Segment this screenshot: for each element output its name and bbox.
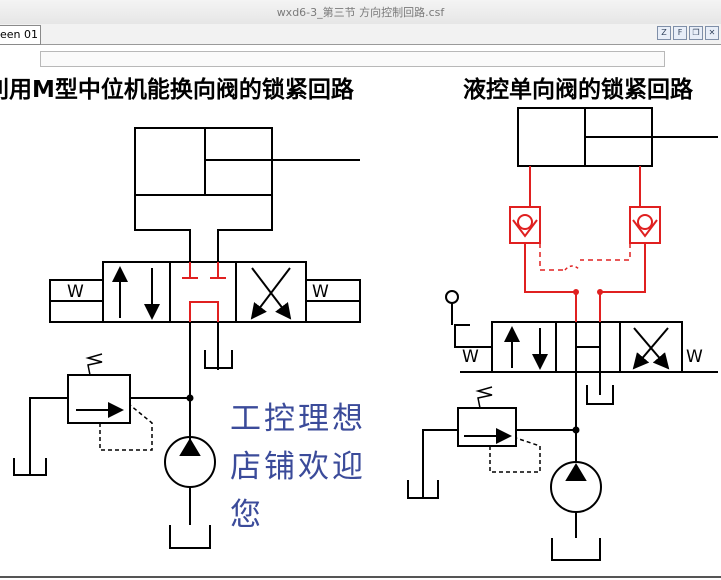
right-relief-valve [457,407,517,447]
window-controls: Z F ❐ ✕ [657,26,719,40]
zoom-icon[interactable]: Z [657,26,671,40]
junction-right-dot [597,289,603,295]
right-valve-left-spring-label: W [462,347,479,367]
left-relief-valve [67,374,131,424]
watermark-line-3: 您 [230,497,264,533]
address-strip [40,51,665,67]
tab-screen-01[interactable]: een 01 [0,25,41,45]
right-circuit [407,107,718,561]
junction-left-dot [573,289,579,295]
left-circuit-title: 利用M型中位机能换向阀的锁紧回路 [0,77,354,103]
fit-icon[interactable]: F [673,26,687,40]
left-neutral-highlight [182,262,226,322]
right-circuit-title: 液控单向阀的锁紧回路 [463,77,693,103]
right-valve-right-spring-label: W [686,347,703,367]
window-title: wxd6-3_第三节 方向控制回路.csf [276,6,445,19]
watermark-line-2: 店铺欢迎 [230,449,366,485]
left-cylinder [134,127,273,196]
close-icon[interactable]: ✕ [705,26,719,40]
left-spring-label: W [67,282,84,302]
watermark-line-1: 工控理想 [230,401,366,437]
bottom-divider [0,576,721,578]
tab-bar: een 01 Z F ❐ ✕ [0,24,721,67]
left-valve [102,261,307,323]
right-spring-label-left-valve: W [312,282,329,302]
right-pilot-check-highlight [509,166,661,322]
left-circuit [13,127,361,549]
restore-icon[interactable]: ❐ [689,26,703,40]
